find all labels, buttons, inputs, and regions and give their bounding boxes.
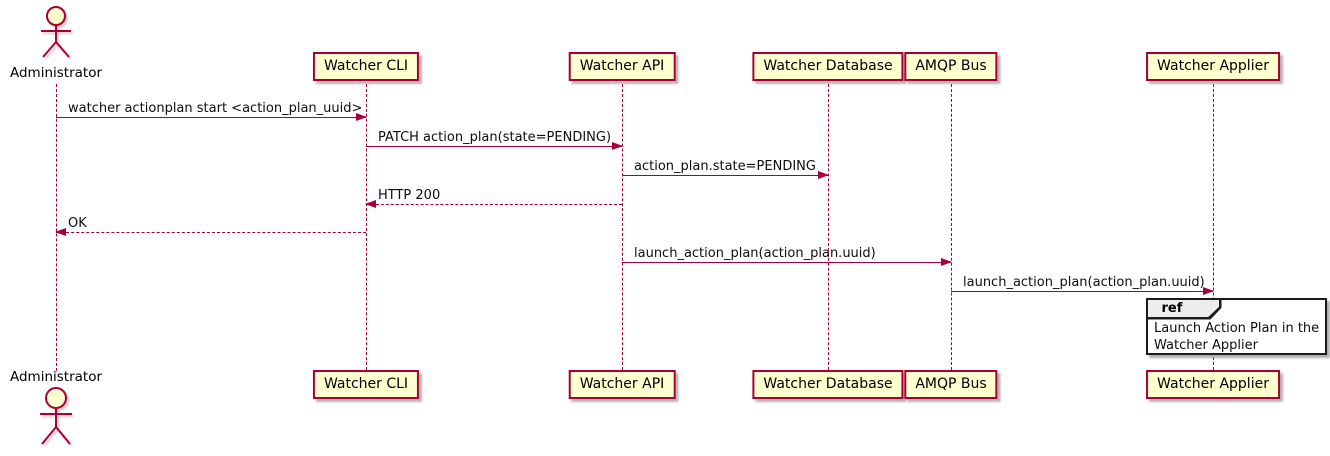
lifeline-watcher-api: [622, 84, 623, 370]
ref-text: Launch Action Plan in the Watcher Applie…: [1154, 321, 1319, 354]
arrowhead-right-icon: [612, 142, 623, 150]
message-label: PATCH action_plan(state=PENDING): [378, 130, 612, 145]
participant-watcher-database-top: Watcher Database: [752, 52, 904, 81]
participant-watcher-api-bottom: Watcher API: [568, 370, 676, 399]
message-actionplan-start: watcher actionplan start <action_plan_uu…: [56, 101, 367, 121]
message-patch-action-plan: PATCH action_plan(state=PENDING): [366, 130, 623, 150]
participant-label: AMQP Bus: [915, 58, 987, 74]
participant-label: Watcher Applier: [1157, 58, 1269, 74]
participant-watcher-applier-bottom: Watcher Applier: [1146, 370, 1280, 399]
ref-tab-fill: [1147, 299, 1219, 317]
message-label: HTTP 200: [378, 188, 441, 203]
message-label: launch_action_plan(action_plan.uuid): [634, 246, 876, 261]
arrowhead-right-icon: [941, 258, 952, 266]
participant-label: Watcher Database: [763, 58, 893, 74]
message-label: action_plan.state=PENDING: [634, 159, 816, 174]
participant-label: Watcher CLI: [323, 58, 409, 74]
message-label: launch_action_plan(action_plan.uuid): [963, 275, 1205, 290]
lifeline-watcher-applier: [1213, 84, 1214, 370]
lifeline-amqp-bus: [951, 84, 952, 370]
participant-amqp-bus-top: AMQP Bus: [904, 52, 998, 81]
arrowhead-left-icon: [55, 228, 66, 236]
actor-icon-administrator-bottom: [40, 387, 72, 445]
arrowhead-left-icon: [365, 200, 376, 208]
arrowhead-right-icon: [818, 171, 829, 179]
message-action-plan-state: action_plan.state=PENDING: [622, 159, 829, 179]
arrowhead-right-icon: [356, 113, 367, 121]
participant-label: Watcher Database: [763, 376, 893, 392]
message-label: OK: [68, 216, 87, 231]
participant-label: Watcher API: [579, 376, 665, 392]
ref-keyword: ref: [1161, 300, 1183, 316]
ref-tab: ref: [1147, 299, 1222, 320]
ref-text-line2: Watcher Applier: [1154, 337, 1258, 353]
message-ok: OK: [55, 216, 366, 236]
lifeline-watcher-cli: [366, 84, 367, 370]
ref-text-line1: Launch Action Plan in the: [1154, 321, 1320, 336]
lifeline-administrator: [56, 84, 57, 371]
actor-label-administrator-top: Administrator: [9, 65, 103, 81]
participant-label: AMQP Bus: [915, 376, 987, 392]
lifeline-watcher-database: [828, 84, 829, 370]
participant-label: Watcher Applier: [1157, 376, 1269, 392]
participant-label: Watcher API: [579, 58, 665, 74]
message-http-200: HTTP 200: [365, 188, 622, 208]
participant-label: Watcher CLI: [323, 376, 409, 392]
participant-watcher-api-top: Watcher API: [568, 52, 676, 81]
actor-icon-administrator-top: [41, 6, 71, 58]
participant-watcher-cli-top: Watcher CLI: [312, 52, 420, 81]
participant-watcher-database-bottom: Watcher Database: [752, 370, 904, 399]
participant-amqp-bus-bottom: AMQP Bus: [904, 370, 998, 399]
message-launch-action-plan-amqp: launch_action_plan(action_plan.uuid): [622, 246, 952, 266]
participant-watcher-applier-top: Watcher Applier: [1146, 52, 1280, 81]
arrowhead-right-icon: [1203, 287, 1214, 295]
ref-fragment: ref Launch Action Plan in the Watcher Ap…: [1146, 298, 1327, 355]
actor-label-administrator-bottom: Administrator: [9, 369, 103, 385]
participant-watcher-cli-bottom: Watcher CLI: [312, 370, 420, 399]
message-label: watcher actionplan start <action_plan_uu…: [68, 101, 363, 116]
message-launch-action-plan-applier: launch_action_plan(action_plan.uuid): [951, 275, 1214, 295]
